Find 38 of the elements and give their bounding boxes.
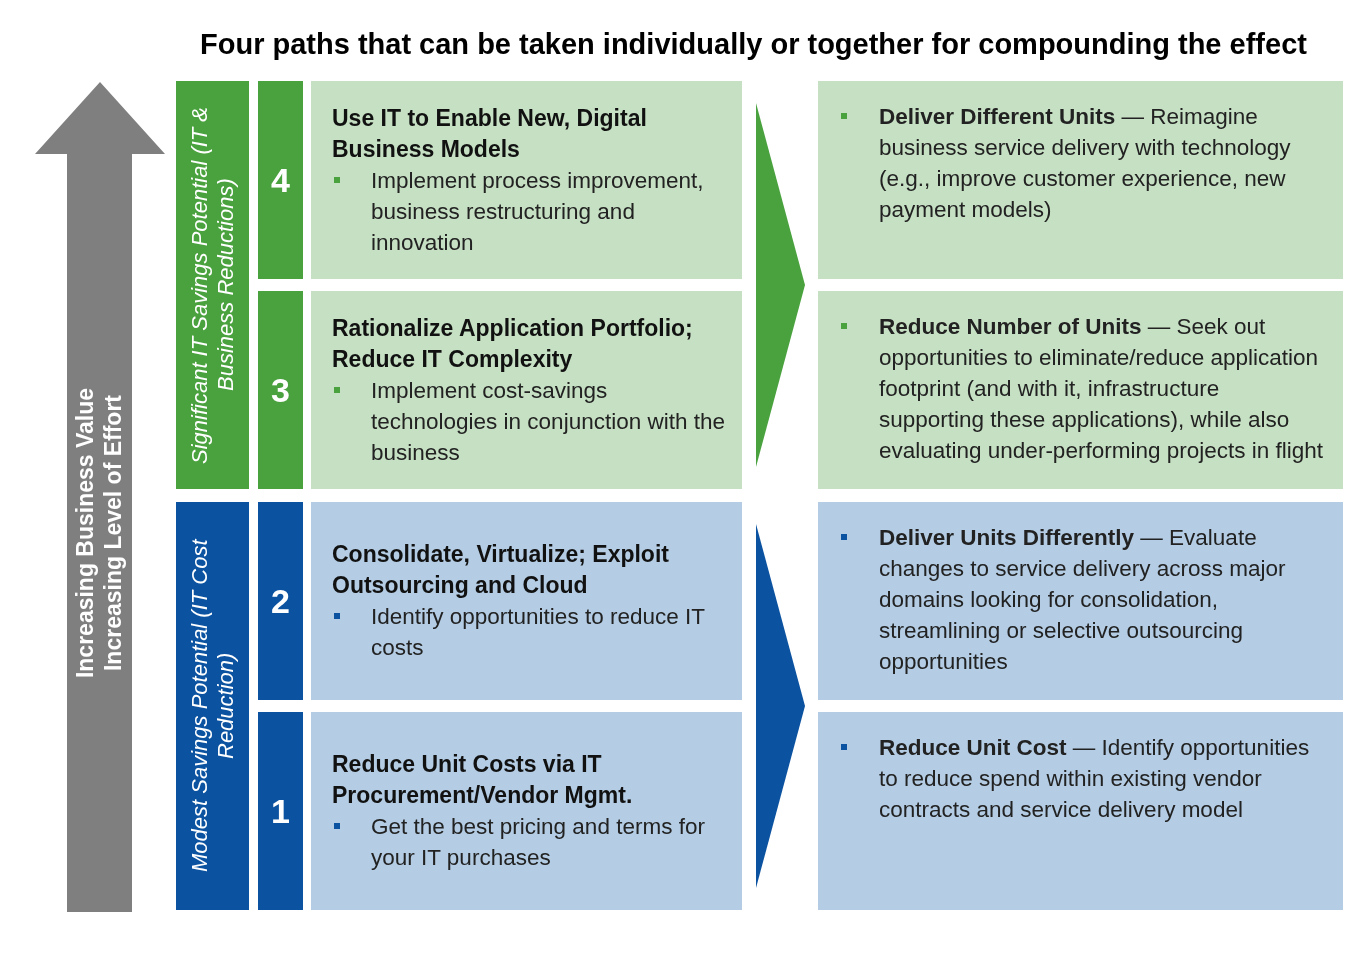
step-number: 4 <box>271 160 290 200</box>
bullet-text: Identify opportunities to reduce IT costs <box>371 603 706 662</box>
description-text: Reduce Unit Cost — Identify opportunities to reduce spend within existing vendor contracts and service delivery model <box>879 734 1311 824</box>
chevron-arrow <box>756 524 805 888</box>
step-number: 3 <box>271 370 290 410</box>
path-heading: Reduce Unit Costs via IT Procurement/Vendor Mgmt. <box>332 750 634 810</box>
step-number-box <box>258 81 303 279</box>
description-box <box>818 712 1343 910</box>
path-box <box>311 502 742 700</box>
step-number: 2 <box>271 581 290 621</box>
path-heading: Rationalize Application Portfolio; Reduce IT Complexity <box>332 313 694 374</box>
description-box <box>818 502 1343 700</box>
path-box <box>311 291 742 489</box>
axis-label: Increasing Level of Effort <box>99 393 128 674</box>
description-text: Deliver Different Units — Reimagine business service delivery with technology (e.g., improve customer experience, new payment models) <box>879 103 1292 224</box>
step-number: 1 <box>271 791 290 831</box>
band-label: Significant IT Savings Potential (IT & Business Reductions) <box>186 105 239 466</box>
savings-band <box>176 502 249 910</box>
description-text: Deliver Units Differently — Evaluate changes to service delivery across major domains looking for consolidation, streamlining or selective outsourcing opportunities <box>879 524 1287 676</box>
description-box <box>818 81 1343 279</box>
chevron-arrow <box>756 103 805 467</box>
path-box <box>311 712 742 910</box>
bullet-text: Get the best pricing and terms for your IT purchases <box>371 813 706 872</box>
up-arrow-shape <box>35 82 165 912</box>
bullet-text: Implement cost-savings technologies in conjunction with the business <box>371 376 726 467</box>
bullet-text: Implement process improvement, business restructuring and innovation <box>371 166 705 257</box>
path-box <box>311 81 742 279</box>
step-number-box <box>258 502 303 700</box>
step-number-box <box>258 712 303 910</box>
path-heading: Consolidate, Virtualize; Exploit Outsourcing and Cloud <box>332 540 670 600</box>
diagram-title: Four paths that can be taken individually or together for compounding the effect <box>200 28 1307 61</box>
band-label: Modest Savings Potential (IT Cost Reduction) <box>186 538 239 875</box>
axis-label: Increasing Business Value <box>71 387 100 679</box>
savings-band <box>176 81 249 489</box>
path-heading: Use IT to Enable New, Digital Business Models <box>332 103 648 164</box>
description-text: Reduce Number of Units — Seek out opportunities to eliminate/reduce application footprint (and with it, infrastructure supporting these applications), while also evaluating under-performing projects in flight <box>879 313 1324 465</box>
description-box <box>818 291 1343 489</box>
step-number-box <box>258 291 303 489</box>
